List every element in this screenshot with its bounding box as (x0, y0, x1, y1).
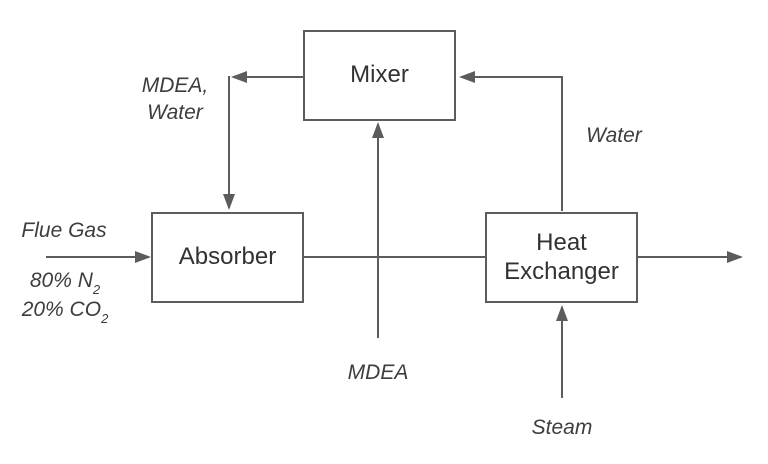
recycle-stream-label-line1: MDEA, (141, 74, 209, 97)
co2-subscript: 2 (101, 311, 109, 326)
mdea-stream-label: MDEA (347, 361, 409, 384)
recycle-stream-label: MDEA, Water (126, 72, 224, 126)
flue-gas-composition-n2: 80% N2 (29, 269, 101, 297)
water-stream-label: Water (586, 124, 642, 147)
steam-stream-label: Steam (531, 416, 593, 439)
water-to-mixer-arrow (459, 71, 563, 211)
heat-exchanger-box: Heat Exchanger (485, 212, 638, 303)
heat-exchanger-label: Heat Exchanger (504, 229, 619, 285)
flue-gas-composition: 80% N2 20% CO2 (6, 267, 124, 326)
recycle-stream-label-line2: Water (147, 101, 203, 124)
absorber-label: Absorber (178, 243, 277, 271)
n2-subscript: 2 (92, 282, 101, 297)
absorber-box: Absorber (151, 212, 304, 303)
mixer-box: Mixer (303, 30, 456, 121)
flue-gas-stream-label: Flue Gas (21, 219, 107, 242)
mixer-label: Mixer (350, 61, 409, 89)
flue-gas-composition-co2: 20% CO2 (21, 298, 109, 326)
